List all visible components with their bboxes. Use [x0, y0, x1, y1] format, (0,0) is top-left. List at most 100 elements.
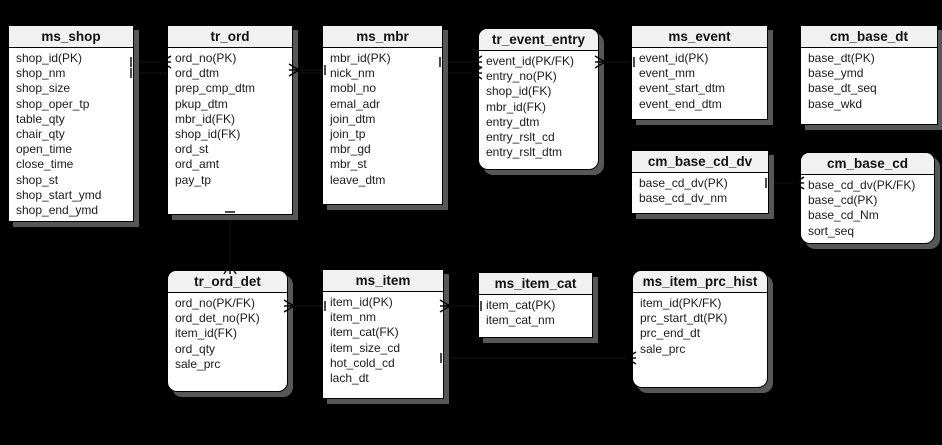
field-base_cd_Nm: base_cd_Nm [808, 208, 879, 223]
entity-title: ms_mbr [323, 26, 442, 48]
field-event_mm: event_mm [639, 66, 696, 81]
entity-field-list: item_cat(PK)item_cat_nm [479, 295, 592, 331]
field-ord_dtm: ord_dtm [175, 66, 220, 81]
field-item_cat_nm: item_cat_nm [486, 313, 555, 328]
field-ord_st: ord_st [175, 142, 209, 157]
entity-title: cm_base_cd_dv [632, 151, 768, 173]
field-join_tp: join_tp [330, 127, 366, 142]
field-shop_nm: shop_nm [16, 66, 66, 81]
field-item_id: item_id(PK/FK) [640, 296, 722, 310]
field-mbr_gd: mbr_gd [330, 142, 371, 157]
field-pkup_dtm: pkup_dtm [175, 96, 228, 111]
field-prc_end_dt: prc_end_dt [640, 326, 701, 341]
field-item_id: item_id(FK) [175, 326, 238, 341]
field-ord_no: ord_no(PK/FK) [175, 296, 256, 310]
field-mobl_no: mobl_no [330, 81, 377, 96]
field-ord_no: ord_no(PK) [175, 51, 237, 65]
field-ord_det_no: ord_det_no(PK) [175, 311, 260, 326]
field-entry_rslt_cd: entry_rslt_cd [486, 130, 555, 145]
entity-title: cm_base_dt [801, 26, 937, 48]
entity-title: ms_item_prc_hist [633, 271, 767, 293]
field-emal_adr: emal_adr [330, 96, 381, 111]
field-base_cd_dv: base_cd_dv(PK/FK) [808, 178, 916, 192]
field-shop_size: shop_size [16, 81, 71, 96]
field-shop_st: shop_st [16, 172, 59, 187]
field-base_ymd: base_ymd [808, 66, 864, 81]
field-item_size_cd: item_size_cd [330, 340, 401, 355]
field-item_nm: item_nm [330, 310, 377, 325]
entity-field-list: base_cd_dv(PK)base_cd_dv_nm [632, 173, 768, 209]
field-event_id: event_id(PK/FK) [486, 54, 575, 68]
entity-title: ms_event [632, 26, 767, 48]
entity-title: tr_event_entry [479, 29, 598, 51]
field-prep_cmp_dtm: prep_cmp_dtm [175, 81, 256, 96]
field-base_dt: base_dt(PK) [808, 51, 875, 65]
entity-ms_item_prc_hist[interactable]: ms_item_prc_hist item_id(PK/FK)prc_start_… [632, 270, 768, 388]
field-item_id: item_id(PK) [330, 295, 393, 309]
field-nick_nm: nick_nm [330, 66, 375, 81]
field-event_start_dtm: event_start_dtm [639, 81, 726, 96]
entity-title: cm_base_cd [801, 153, 934, 175]
field-table_qty: table_qty [16, 111, 65, 126]
field-shop_start_ymd: shop_start_ymd [16, 187, 102, 202]
entity-title: ms_shop [9, 26, 133, 48]
field-sale_prc: sale_prc [175, 356, 221, 371]
entity-title: ms_item [323, 270, 443, 292]
entity-title: tr_ord_det [168, 271, 287, 293]
entity-field-list: event_id(PK/FK)entry_no(PK)shop_id(FK)mb… [479, 51, 598, 163]
entity-field-list: ord_no(PK/FK)ord_det_no(PK)item_id(FK)or… [168, 293, 287, 375]
field-base_dt_seq: base_dt_seq [808, 81, 877, 96]
field-prc_start_dt: prc_start_dt(PK) [640, 311, 728, 326]
field-leave_dtm: leave_dtm [330, 172, 386, 187]
field-shop_oper_tp: shop_oper_tp [16, 96, 90, 111]
field-entry_no: entry_no(PK) [486, 69, 557, 84]
field-mbr_id: mbr_id(FK) [175, 111, 236, 126]
field-ord_qty: ord_qty [175, 341, 216, 356]
field-join_dtm: join_dtm [330, 111, 376, 126]
field-mbr_st: mbr_st [330, 157, 367, 172]
field-shop_end_ymd: shop_end_ymd [16, 203, 99, 218]
field-mbr_id: mbr_id(PK) [330, 51, 391, 65]
field-shop_id: shop_id(FK) [175, 127, 241, 142]
field-lach_dt: lach_dt [330, 371, 369, 386]
field-sale_prc: sale_prc [640, 341, 686, 356]
field-base_cd_dv_nm: base_cd_dv_nm [639, 191, 728, 206]
field-entry_dtm: entry_dtm [486, 114, 540, 129]
field-mbr_id: mbr_id(FK) [486, 99, 547, 114]
field-hot_cold_cd: hot_cold_cd [330, 355, 395, 370]
field-open_time: open_time [16, 142, 73, 157]
field-event_end_dtm: event_end_dtm [639, 96, 722, 111]
field-entry_rslt_dtm: entry_rslt_dtm [486, 145, 563, 160]
entity-title: ms_item_cat [479, 273, 592, 295]
field-chair_qty: chair_qty [16, 127, 65, 142]
field-base_cd: base_cd(PK) [808, 193, 878, 208]
field-shop_id: shop_id(FK) [486, 84, 552, 99]
field-base_cd_dv: base_cd_dv(PK) [639, 176, 728, 190]
field-close_time: close_time [16, 157, 74, 172]
field-ord_amt: ord_amt [175, 157, 220, 172]
field-event_id: event_id(PK) [639, 51, 709, 65]
field-pay_tp: pay_tp [175, 172, 212, 187]
field-base_wkd: base_wkd [808, 96, 863, 111]
field-sort_seq: sort_seq [808, 223, 855, 238]
